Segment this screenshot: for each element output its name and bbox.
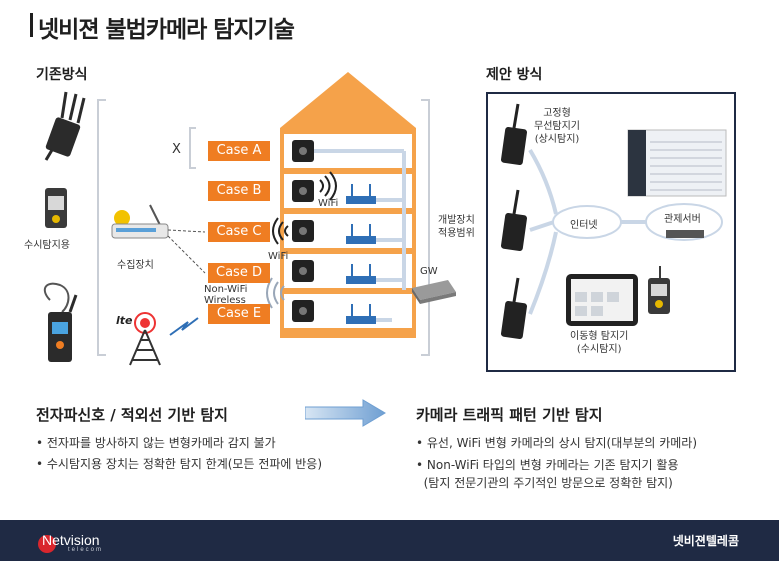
- case-a-label: Case A: [208, 141, 270, 161]
- internet-label: 인터넷: [570, 220, 598, 231]
- legacy-detection-heading: 전자파신호 / 적외선 기반 탐지: [36, 406, 228, 424]
- building-roof: [280, 72, 416, 128]
- legacy-method-heading: 기존방식: [36, 67, 88, 83]
- lightning-icon: [169, 317, 199, 336]
- legacy-bullet-2: • 수시탐지용 장치는 정확한 탐지 한계(모든 전파에 반응): [36, 457, 323, 471]
- scope-label: 개발장치 적용범위: [438, 215, 475, 239]
- detection-diagram: [43, 72, 736, 372]
- handheld-detector-icon: [45, 188, 67, 228]
- antenna-detector-icon: [44, 91, 86, 161]
- collector-link-c: [167, 229, 206, 233]
- dashboard-thumbnail: [627, 129, 727, 197]
- wifi-router-icons: [346, 184, 376, 324]
- transition-arrow-icon: [305, 399, 386, 427]
- case-d-label: Case D: [208, 263, 270, 283]
- netvision-logo: Netvision telecom: [38, 530, 148, 562]
- wireless-label: Wireless: [204, 295, 246, 306]
- legacy-detector-label: 수시탐지용: [24, 240, 70, 251]
- title-accent-bar: [30, 13, 33, 37]
- case-e-label: Case E: [208, 304, 270, 324]
- collector-label: 수집장치: [117, 260, 154, 271]
- server-rack-icon: [666, 230, 704, 238]
- wifi-label-c: WiFi: [268, 251, 289, 262]
- logo-text: Netvision: [42, 532, 100, 548]
- wifi-wave-icons: [272, 171, 337, 245]
- page-title: 넷비젼 불법카메라 탐지기술: [38, 17, 295, 43]
- lte-tower-icon: [129, 312, 161, 366]
- collector-link-d: [167, 235, 206, 274]
- gateway-label: GW: [420, 266, 438, 277]
- legacy-bullet-1: • 전자파를 방사하지 않는 변형카메라 감지 불가: [36, 436, 276, 450]
- bug-detector-icon: [43, 282, 78, 362]
- fixed-detector-label: 고정형 무선탐지기 (상시탐지): [534, 108, 580, 145]
- server-label: 관제서버: [664, 214, 701, 225]
- proposed-method-heading: 제안 방식: [486, 67, 543, 83]
- collector-device-icon: [111, 204, 169, 239]
- non-wifi-label: Non-WiFi: [204, 284, 248, 295]
- case-b-label: Case B: [208, 181, 270, 201]
- fixed-detector-icons: [500, 103, 528, 339]
- x-bracket: [189, 127, 196, 169]
- legacy-bracket: [97, 99, 106, 356]
- building-floors: [284, 134, 412, 328]
- logo-icon: [38, 535, 56, 553]
- gateway-device-icon: [412, 280, 456, 304]
- logo-subtext: telecom: [68, 547, 104, 553]
- case-c-label: Case C: [208, 222, 270, 242]
- footer-bar: [0, 520, 779, 561]
- proposed-detection-heading: 카메라 트래픽 패턴 기반 탐지: [416, 406, 603, 424]
- proposed-bullet-1: • 유선, WiFi 변형 카메라의 상시 탐지(대부분의 카메라): [416, 436, 698, 450]
- lte-label: lte: [116, 314, 133, 327]
- x-mark: X: [172, 142, 181, 157]
- proposed-bullet-3: (탐지 전문기관의 주기적인 방문으로 정확한 탐지): [416, 476, 673, 490]
- tablet-detector-icon: [566, 274, 638, 326]
- scope-bracket: [421, 99, 430, 356]
- company-name: 넷비젼텔레콤: [672, 534, 739, 548]
- proposed-bullet-2: • Non-WiFi 타입의 변형 카메라는 기존 탐지기 활용: [416, 458, 679, 472]
- wifi-label-b: WiFi: [318, 198, 339, 209]
- portable-detector-icon: [648, 266, 670, 314]
- mobile-detector-label: 이동형 탐지기 (수시탐지): [570, 331, 629, 355]
- wireless-wave-icons: [266, 277, 285, 309]
